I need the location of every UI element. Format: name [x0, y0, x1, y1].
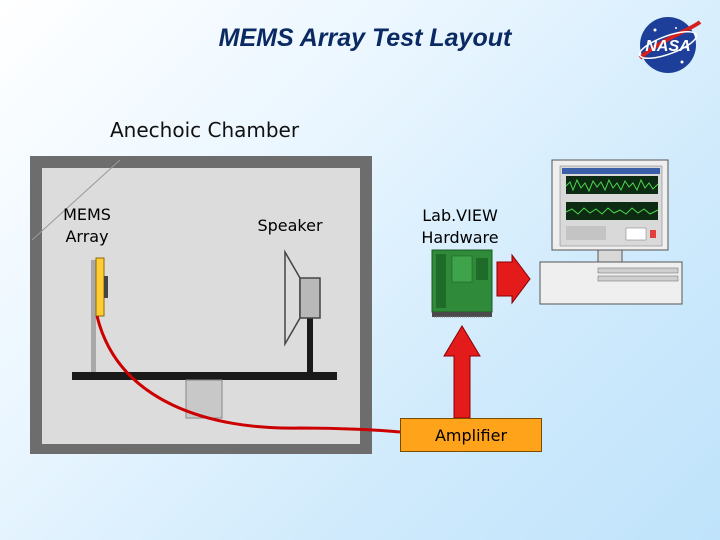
arrow-to-computer [496, 253, 531, 305]
mems-post [91, 260, 96, 372]
mems-array-bar [95, 257, 105, 317]
mounting-rail [72, 372, 337, 380]
amplifier-box: Amplifier [400, 418, 542, 452]
anechoic-chamber-label: Anechoic Chamber [110, 118, 300, 142]
mems-label-line2: Array [65, 227, 109, 246]
test-fixture [72, 249, 337, 419]
mems-label-line1: MEMS [63, 205, 111, 224]
labview-label-line1: Lab.VIEW [422, 206, 498, 225]
mems-array-clip [104, 276, 108, 298]
slide-title: MEMS Array Test Layout [218, 24, 512, 52]
labview-label-line2: Hardware [421, 228, 499, 247]
signal-cable [95, 315, 401, 434]
labview-hardware-board [431, 249, 493, 318]
speaker-body [299, 277, 321, 319]
amplifier-label: Amplifier [434, 425, 508, 445]
nasa-logo-text: NASA [645, 38, 690, 55]
speaker-stand [307, 314, 313, 372]
speaker-label: Speaker [257, 216, 323, 235]
arrow-amplifier-to-hardware [443, 325, 481, 419]
nasa-logo: NASA [638, 17, 702, 73]
mems-array-label: MEMS Array [52, 204, 122, 248]
labview-hardware-label: Lab.VIEW Hardware [405, 205, 515, 249]
computer [539, 159, 683, 305]
